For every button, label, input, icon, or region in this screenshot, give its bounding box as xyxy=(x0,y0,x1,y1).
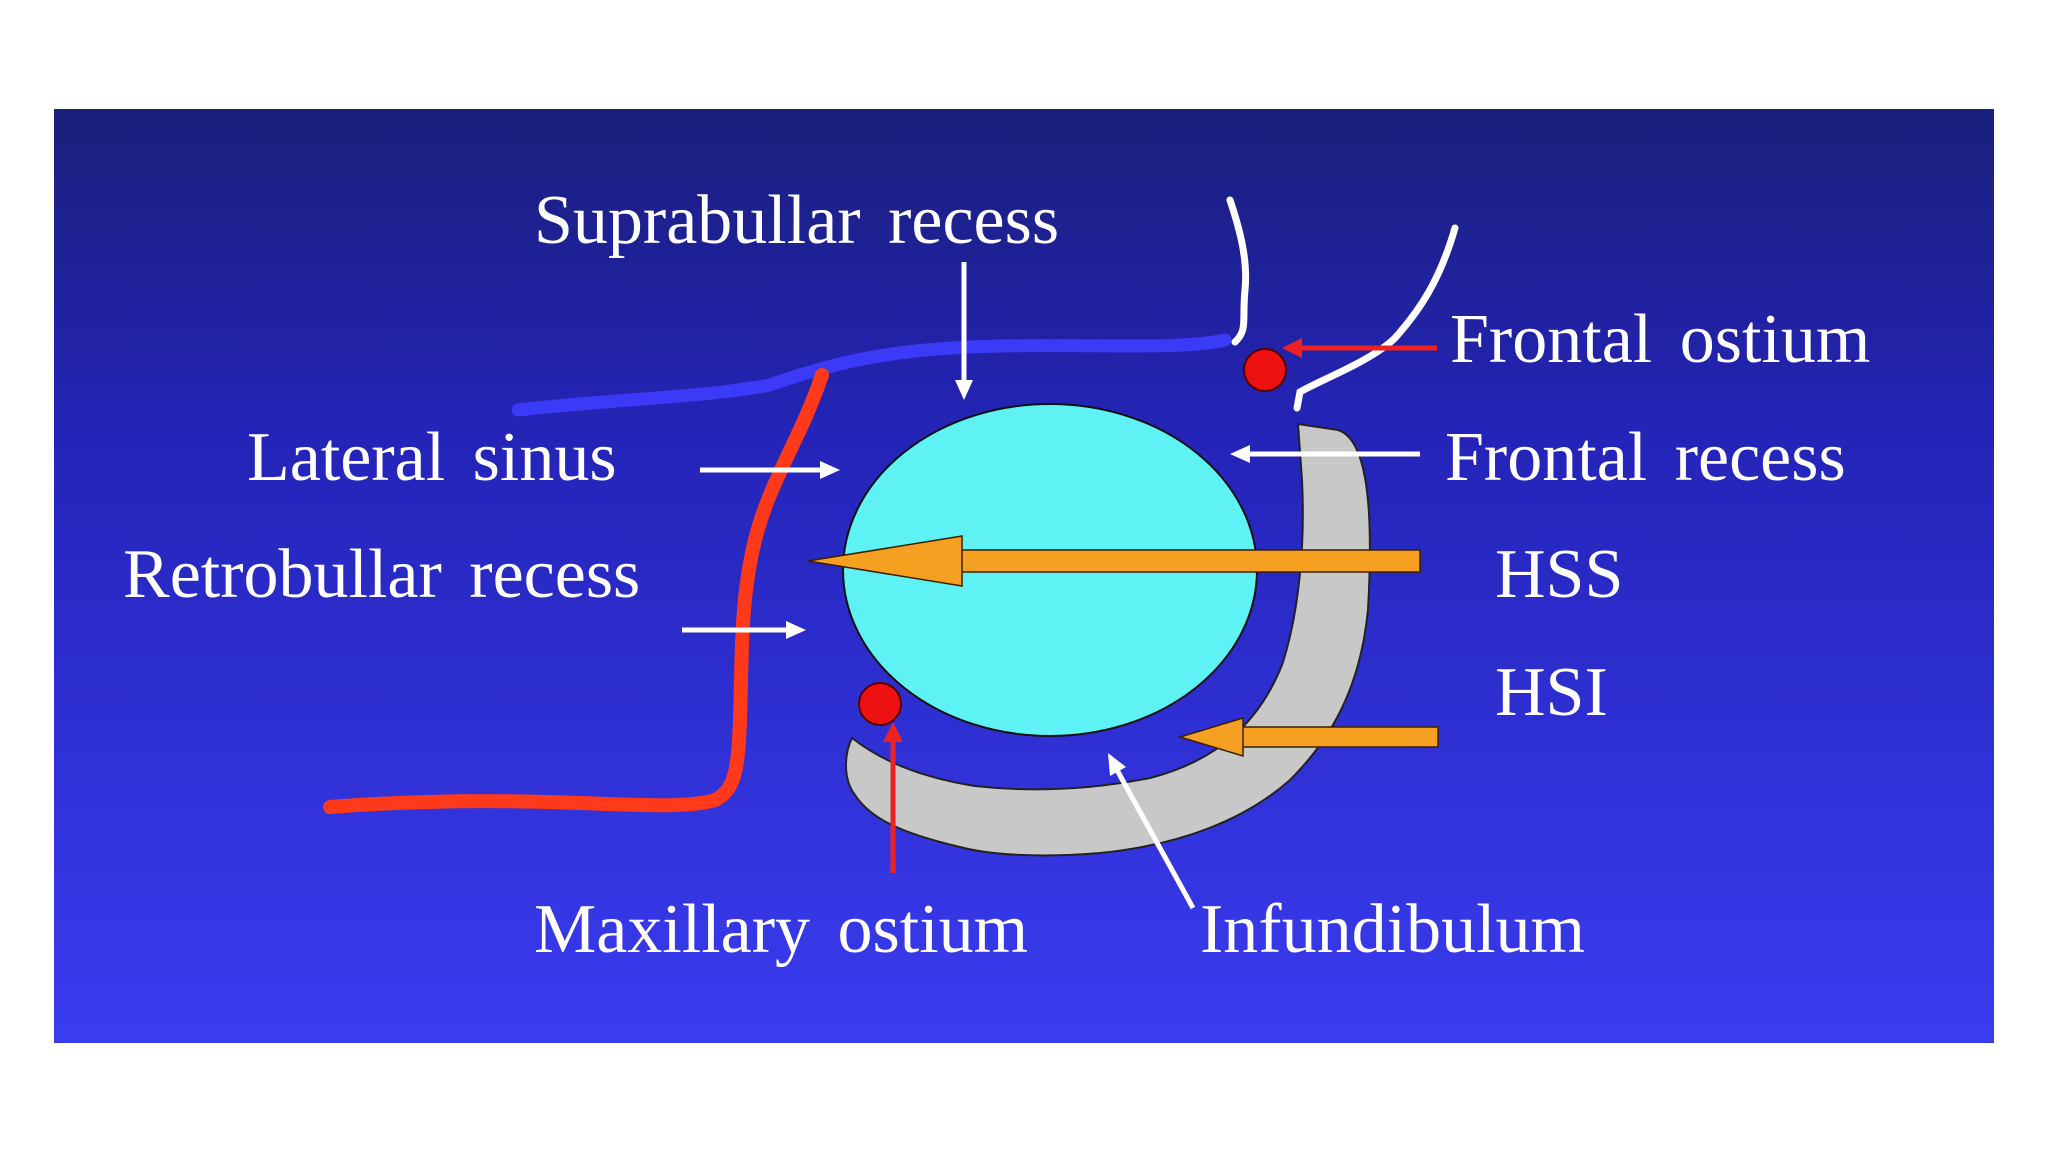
lamina-papyracea-line xyxy=(323,368,829,814)
label-frontal-ostium: Frontal ostium xyxy=(1450,301,1870,378)
infundibulum-arrow xyxy=(1108,753,1196,910)
label-maxillary-ostium: Maxillary ostium xyxy=(534,891,1028,968)
frontal-recess-arrow xyxy=(1230,445,1420,463)
label-retrobullar-recess: Retrobullar recess xyxy=(123,536,640,613)
lateral-sinus-arrow xyxy=(700,461,840,479)
label-infundibulum: Infundibulum xyxy=(1200,891,1585,968)
label-hsi: HSI xyxy=(1495,654,1608,731)
frontal-ostium-dot xyxy=(1243,348,1287,392)
label-frontal-recess: Frontal recess xyxy=(1445,419,1846,496)
retrobullar-recess-arrow xyxy=(682,621,806,639)
label-suprabullar-recess: Suprabullar recess xyxy=(534,182,1059,259)
maxillary-ostium-dot xyxy=(858,682,902,726)
hsi-arrow xyxy=(1177,716,1439,758)
label-lateral-sinus: Lateral sinus xyxy=(247,419,617,496)
frontal-wall-left xyxy=(1226,196,1250,346)
hss-arrow xyxy=(807,535,1421,587)
label-hss: HSS xyxy=(1495,536,1623,613)
frontal-wall-right xyxy=(1293,224,1459,412)
skull-base-line xyxy=(511,333,1232,417)
suprabullar-recess-arrow xyxy=(955,262,973,400)
frontal-ostium-arrow xyxy=(1282,338,1437,358)
maxillary-ostium-arrow xyxy=(883,722,903,873)
